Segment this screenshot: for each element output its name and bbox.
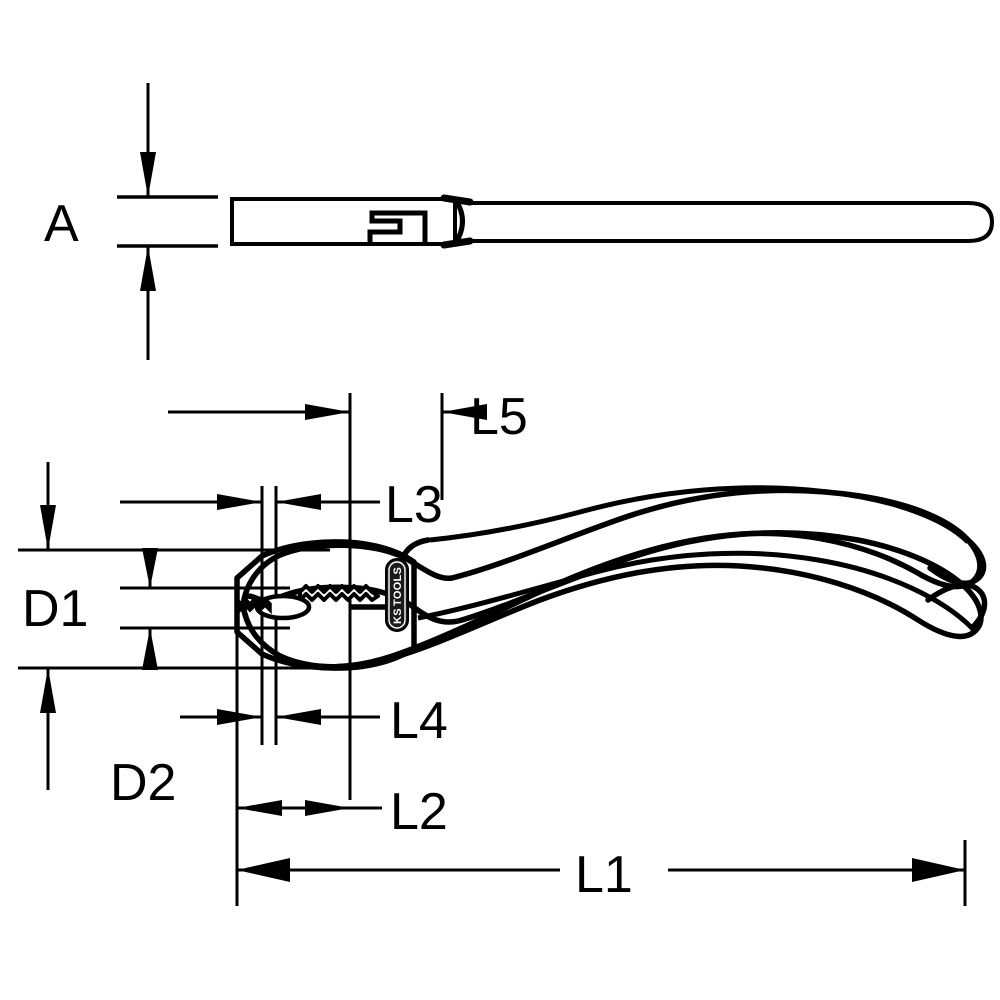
dim-d1-arrow-bottom (142, 628, 158, 670)
side-profile-view (230, 194, 995, 249)
lower-handle-inner-edge (417, 550, 974, 630)
dim-l3-arrow-right (276, 494, 321, 510)
dimension-a-label: A (44, 195, 79, 253)
dim-l3-arrow-left (217, 494, 262, 510)
logo-tools-text: TOOLS (392, 567, 404, 606)
dimension-d1 (142, 548, 158, 670)
dim-a-arrow-bottom (140, 246, 156, 291)
dimension-l1-label: L1 (575, 846, 633, 904)
dim-l4-arrow-left (217, 709, 262, 725)
logo-badge-outline (388, 561, 406, 629)
dimension-a (117, 83, 218, 360)
dimension-l4 (180, 709, 380, 725)
dimension-d1-label: D1 (22, 580, 88, 638)
jaw-serration-teeth (298, 584, 380, 602)
dimension-l4-label: L4 (390, 692, 448, 750)
dimension-l5 (168, 404, 487, 420)
dim-l5-arrow-right (442, 404, 487, 420)
dimension-l1 (237, 840, 967, 906)
dim-l1-arrow-left (237, 858, 290, 882)
jaw-tip-teeth (238, 596, 272, 615)
logo-ks-text: KS (392, 608, 404, 624)
profile-handle (466, 201, 995, 243)
upper-handle-inner-edge (429, 485, 970, 544)
dimension-l5-label: L5 (470, 388, 528, 446)
dim-l4-arrow-right (276, 709, 321, 725)
dim-d2-arrow-bottom (40, 668, 56, 713)
dim-l2-arrow-right (305, 800, 350, 816)
dimension-l3 (120, 494, 380, 510)
pliers-plan-view (234, 485, 988, 671)
dimension-d2-label: D2 (110, 754, 176, 812)
dim-l5-arrow-left (305, 404, 350, 420)
profile-shoulder-top (440, 194, 474, 206)
dimension-l2-label: L2 (390, 783, 448, 841)
dim-a-arrow-top (140, 152, 156, 197)
dimension-l2 (237, 800, 382, 816)
dim-l1-arrow-right (912, 858, 965, 882)
upper-handle-tip (927, 537, 987, 586)
dimension-l3-label: L3 (385, 476, 443, 534)
profile-shoulder-bottom (440, 237, 474, 249)
dimension-d2 (40, 462, 56, 790)
dim-d1-arrow-top (142, 548, 158, 588)
dim-d2-arrow-top (40, 505, 56, 550)
ks-tools-logo: KS TOOLS (385, 558, 409, 632)
jaw-plan-outline (234, 539, 417, 671)
logo-badge-background (385, 558, 409, 632)
profile-slip-joint-detail (367, 210, 428, 244)
lower-handle-tip (925, 582, 988, 631)
dim-l2-arrow-left (237, 800, 282, 816)
